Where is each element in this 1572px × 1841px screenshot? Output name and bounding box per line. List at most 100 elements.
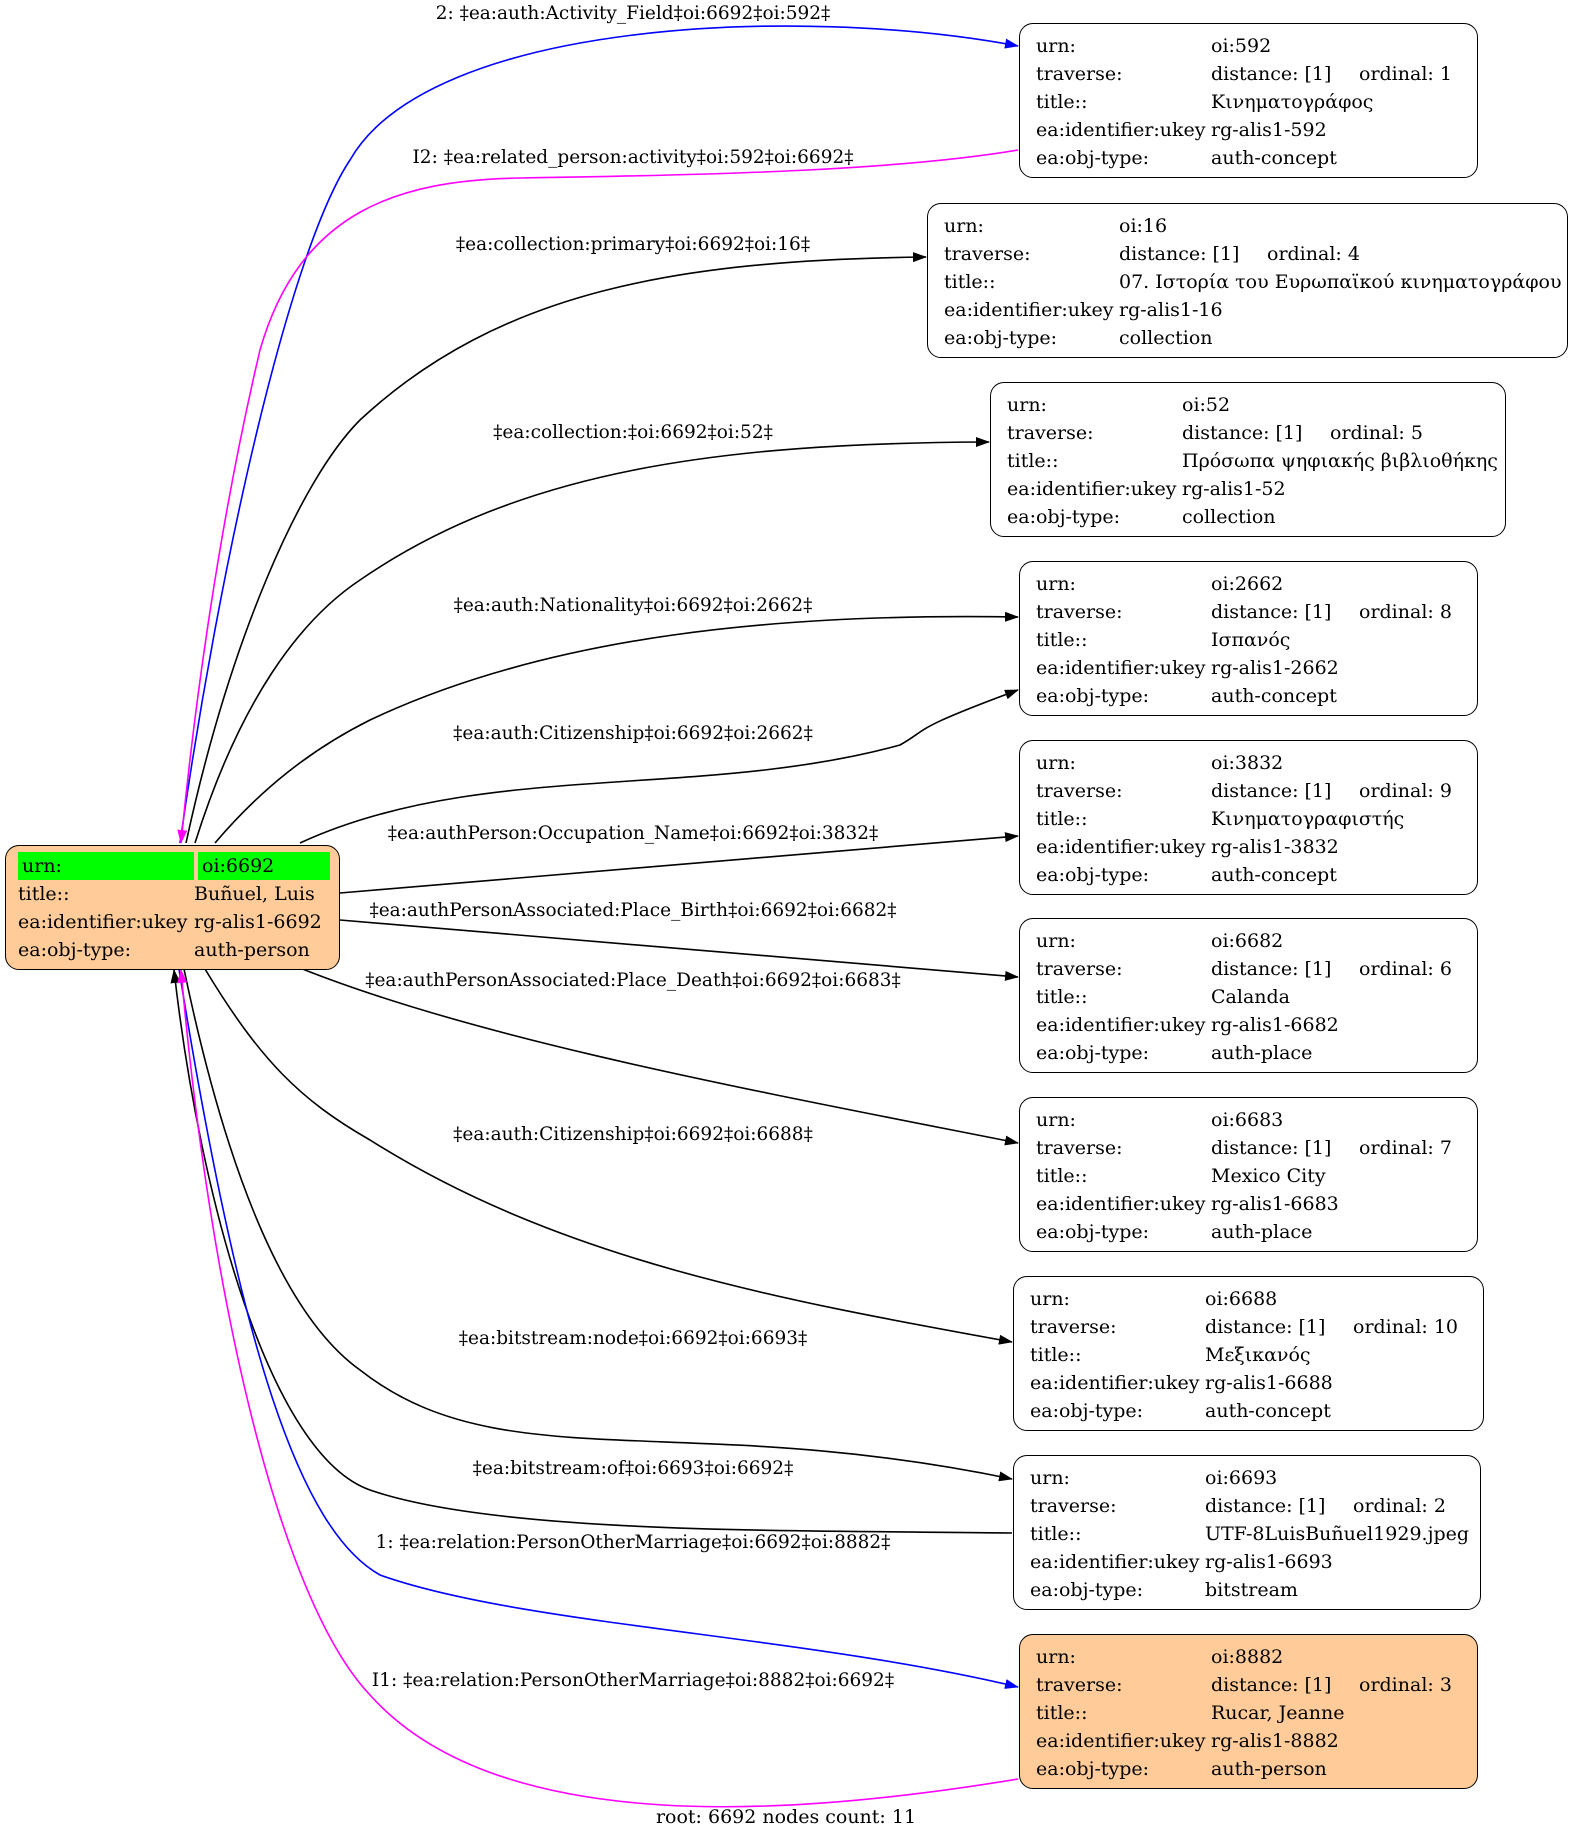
node-distance: distance: [1] bbox=[1119, 243, 1240, 265]
graph-node-oi-6693[interactable]: urn: oi:6693 traverse: distance: [1]ordi… bbox=[1013, 1455, 1481, 1610]
node-type: auth-concept bbox=[1211, 864, 1337, 886]
node-row-urn: urn: oi:6688 bbox=[1030, 1285, 1469, 1313]
edge-label-12: 1: ‡ea:relation:PersonOtherMarriage‡oi:6… bbox=[375, 1532, 891, 1553]
node-key: ea:obj-type: bbox=[1036, 864, 1150, 886]
node-row-traverse: traverse: distance: [1]ordinal: 7 bbox=[1036, 1134, 1463, 1162]
node-row-type: ea:obj-type: collection bbox=[944, 324, 1553, 352]
node-row-urn: urn: oi:2662 bbox=[1036, 570, 1463, 598]
node-type: auth-concept bbox=[1205, 1400, 1331, 1422]
node-key: ea:obj-type: bbox=[1036, 1042, 1150, 1064]
node-row-type: ea:obj-type: auth-concept bbox=[1036, 861, 1463, 889]
node-key: traverse: bbox=[1036, 780, 1123, 802]
edge-label-0: 2: ‡ea:auth:Activity_Field‡oi:6692‡oi:59… bbox=[435, 3, 831, 24]
edge-line-6 bbox=[339, 832, 1019, 894]
node-traverse: distance: [1]ordinal: 10 bbox=[1205, 1313, 1458, 1341]
edge-label-10: ‡ea:bitstream:node‡oi:6692‡oi:6693‡ bbox=[458, 1328, 808, 1349]
node-key: ea:obj-type: bbox=[1030, 1400, 1144, 1422]
node-row-title: title:: Μεξικανός bbox=[1030, 1341, 1469, 1369]
node-key: title:: bbox=[1036, 1702, 1088, 1724]
node-row-urn: urn: oi:6683 bbox=[1036, 1106, 1463, 1134]
node-key: traverse: bbox=[1036, 601, 1123, 623]
node-traverse: distance: [1]ordinal: 2 bbox=[1205, 1492, 1446, 1520]
graph-node-oi-6688[interactable]: urn: oi:6688 traverse: distance: [1]ordi… bbox=[1013, 1276, 1484, 1431]
node-row-traverse: traverse: distance: [1]ordinal: 8 bbox=[1036, 598, 1463, 626]
node-key: traverse: bbox=[1007, 422, 1094, 444]
node-row-traverse: traverse: distance: [1] ordinal: 6 bbox=[1036, 955, 1463, 983]
node-distance: distance: [1] bbox=[1182, 422, 1303, 444]
edge-line-13 bbox=[177, 969, 1019, 1808]
node-ordinal: ordinal: 4 bbox=[1267, 243, 1360, 265]
node-row-title: title:: Mexico City bbox=[1036, 1162, 1463, 1190]
root-key: ea:identifier:ukey bbox=[18, 911, 188, 933]
node-row-urn: urn: oi:3832 bbox=[1036, 749, 1463, 777]
edge-line-10 bbox=[183, 968, 1013, 1482]
node-row-urn: urn: oi:16 bbox=[944, 212, 1553, 240]
node-distance: distance: [1] bbox=[1211, 780, 1332, 802]
node-key: title:: bbox=[1036, 986, 1088, 1008]
graph-node-oi-8882[interactable]: urn: oi:8882 traverse: distance: [1]ordi… bbox=[1019, 1634, 1478, 1789]
node-urn: oi:6688 bbox=[1205, 1288, 1278, 1310]
node-urn: oi:3832 bbox=[1211, 752, 1284, 774]
node-distance: distance: [1] bbox=[1211, 1674, 1332, 1696]
node-type: auth-place bbox=[1211, 1221, 1313, 1243]
node-title: UTF-8LuisBuñuel1929.jpeg bbox=[1205, 1523, 1470, 1545]
node-row-traverse: traverse: distance: [1]ordinal: 2 bbox=[1030, 1492, 1466, 1520]
node-distance: distance: [1] bbox=[1211, 958, 1332, 980]
node-row-traverse: traverse: distance: [1] ordinal: 9 bbox=[1036, 777, 1463, 805]
node-traverse: distance: [1]ordinal: 7 bbox=[1211, 1134, 1452, 1162]
edge-line-11 bbox=[170, 969, 1013, 1534]
graph-node-oi-3832[interactable]: urn: oi:3832 traverse: distance: [1] ordi… bbox=[1019, 740, 1478, 895]
node-key: urn: bbox=[1036, 573, 1076, 595]
node-distance: distance: [1] bbox=[1205, 1495, 1326, 1517]
node-key: title:: bbox=[1030, 1523, 1082, 1545]
node-row-type: ea:obj-type: auth-place bbox=[1036, 1039, 1463, 1067]
node-urn: oi:6693 bbox=[1205, 1467, 1278, 1489]
node-traverse: distance: [1] ordinal: 9 bbox=[1211, 777, 1452, 805]
node-ordinal: ordinal: 5 bbox=[1330, 422, 1423, 444]
node-key: ea:identifier:ukey bbox=[1036, 1014, 1206, 1036]
edge-line-1 bbox=[177, 149, 1019, 844]
node-row-type: ea:obj-type: auth-concept bbox=[1036, 144, 1463, 172]
node-ordinal: ordinal: 10 bbox=[1353, 1316, 1459, 1338]
edge-line-8 bbox=[299, 967, 1019, 1146]
graph-node-oi-16[interactable]: urn: oi:16 traverse: distance: [1]ordina… bbox=[927, 203, 1568, 358]
root-key: title:: bbox=[18, 883, 70, 905]
node-ukey: rg-alis1-3832 bbox=[1211, 836, 1339, 858]
node-key: ea:obj-type: bbox=[1030, 1579, 1144, 1601]
node-distance: distance: [1] bbox=[1211, 63, 1332, 85]
node-traverse: distance: [1] ordinal: 5 bbox=[1182, 419, 1423, 447]
root-value: Buñuel, Luis bbox=[194, 883, 315, 905]
node-row-urn: urn: oi:6682 bbox=[1036, 927, 1463, 955]
node-key: urn: bbox=[1007, 394, 1047, 416]
node-key: title:: bbox=[1036, 629, 1088, 651]
root-row-urn: urn: oi:6692 bbox=[18, 852, 330, 880]
node-type: auth-concept bbox=[1211, 685, 1337, 707]
node-row-type: ea:obj-type: auth-concept bbox=[1030, 1397, 1469, 1425]
graph-node-oi-6682[interactable]: urn: oi:6682 traverse: distance: [1] ordi… bbox=[1019, 918, 1478, 1073]
graph-node-oi-52[interactable]: urn: oi:52 traverse: distance: [1]ordina… bbox=[990, 382, 1506, 537]
node-traverse: distance: [1] ordinal: 4 bbox=[1119, 240, 1360, 268]
node-row-title: title:: Calanda bbox=[1036, 983, 1463, 1011]
graph-node-oi-2662[interactable]: urn: oi:2662 traverse: distance: [1]ordi… bbox=[1019, 561, 1478, 716]
node-ukey: rg-alis1-2662 bbox=[1211, 657, 1339, 679]
graph-node-oi-592[interactable]: urn: oi:592 traverse: distance: [1]ordin… bbox=[1019, 23, 1478, 178]
node-row-title: title:: 07. Ιστορία του Ευρωπαϊκού κινημ… bbox=[944, 268, 1562, 296]
node-ordinal: ordinal: 6 bbox=[1359, 958, 1452, 980]
node-key: urn: bbox=[1030, 1288, 1070, 1310]
edge-label-4: ‡ea:auth:Nationality‡oi:6692‡oi:2662‡ bbox=[453, 595, 813, 616]
node-key: traverse: bbox=[1030, 1316, 1117, 1338]
node-key: title:: bbox=[1036, 1165, 1088, 1187]
graph-node-oi-6683[interactable]: urn: oi:6683 traverse: distance: [1]ordi… bbox=[1019, 1097, 1478, 1252]
node-key: ea:identifier:ukey bbox=[1036, 657, 1206, 679]
node-title: Calanda bbox=[1211, 986, 1290, 1008]
node-row-traverse: traverse: distance: [1] ordinal: 5 bbox=[1007, 419, 1491, 447]
node-row-type: ea:obj-type: auth-place bbox=[1036, 1218, 1463, 1246]
node-key: traverse: bbox=[1036, 958, 1123, 980]
edge-line-5 bbox=[299, 689, 1019, 844]
node-title: Πρόσωπα ψηφιακής βιβλιοθήκης bbox=[1182, 450, 1498, 472]
node-ordinal: ordinal: 9 bbox=[1359, 780, 1452, 802]
root-node[interactable]: urn: oi:6692 title:: Buñuel, Luis ea:ide… bbox=[5, 845, 340, 970]
root-value: auth-person bbox=[194, 939, 310, 961]
node-key: ea:identifier:ukey bbox=[1030, 1372, 1200, 1394]
node-urn: oi:2662 bbox=[1211, 573, 1284, 595]
